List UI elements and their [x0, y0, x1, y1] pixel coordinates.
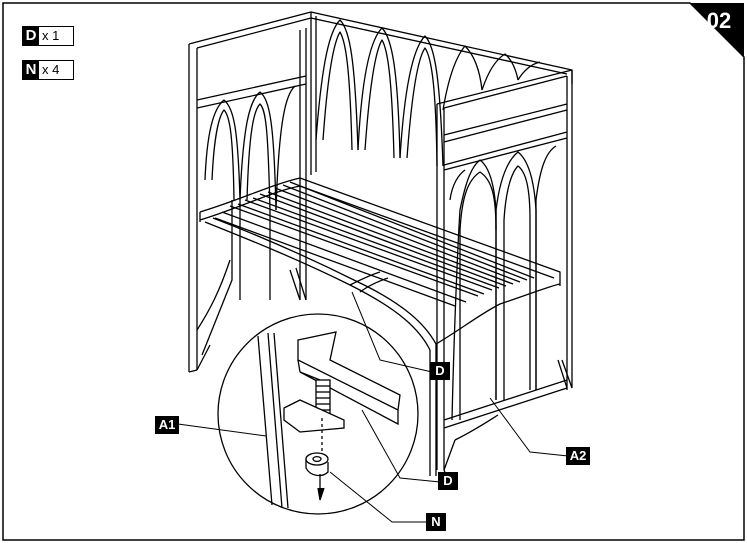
part-quantity: x 4: [42, 62, 60, 77]
callout-n: N: [426, 513, 446, 531]
part-row-n: N x 4: [22, 60, 74, 80]
part-quantity: x 1: [42, 28, 60, 43]
part-letter: D: [23, 27, 39, 45]
callout-d-lower: D: [438, 472, 458, 490]
callout-a2: A2: [566, 447, 590, 465]
bench-illustration: [188, 11, 573, 481]
part-row-d: D x 1: [22, 26, 74, 46]
step-corner-badge: [690, 3, 744, 57]
leader-lines: [177, 291, 569, 523]
step-number: 02: [706, 8, 732, 33]
part-letter: N: [23, 61, 39, 79]
callout-d-upper: D: [430, 362, 450, 380]
callout-a1: A1: [155, 416, 179, 434]
parts-list: D x 1 N x 4: [22, 26, 74, 94]
detail-magnifier: [217, 313, 419, 515]
